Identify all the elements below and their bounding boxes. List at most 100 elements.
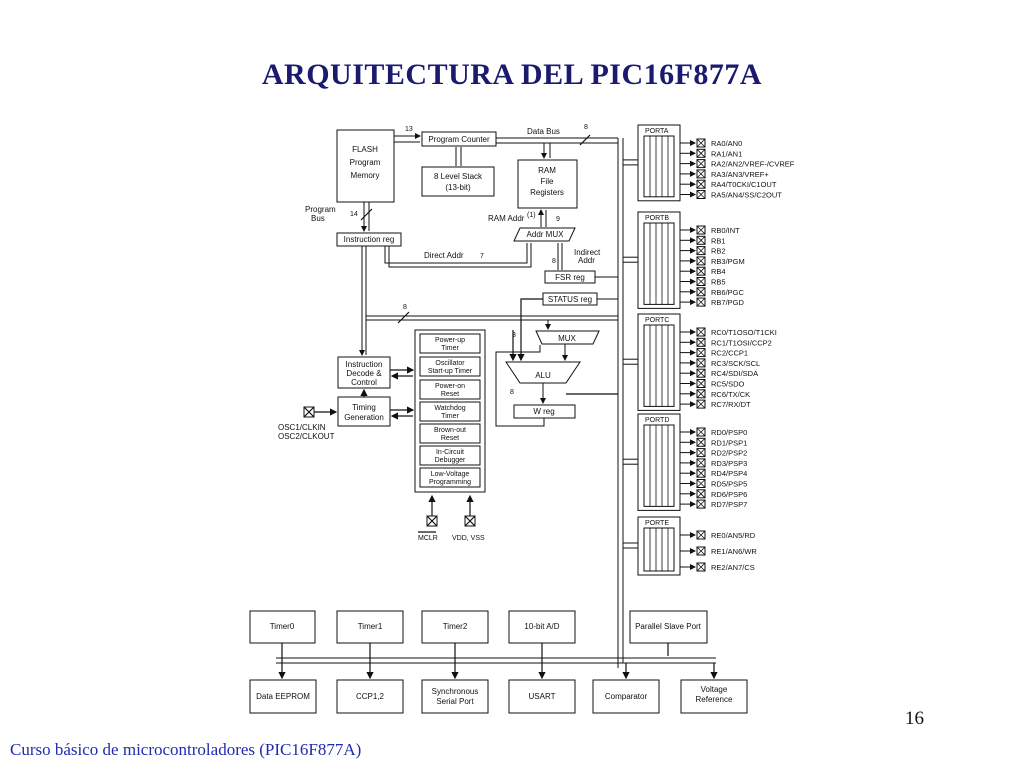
bus-width-13: 13 — [405, 126, 413, 133]
port-porta: PORTARA0/AN0RA1/AN1RA2/AN2/VREF-/CVREFRA… — [623, 124, 795, 202]
addr-mux-block — [513, 227, 576, 242]
port-pin: RB3/PGM — [680, 256, 745, 266]
ports-layer: PORTARA0/AN0RA1/AN1RA2/AN2/VREF-/CVREFRA… — [623, 124, 795, 576]
timer0-block — [249, 610, 316, 644]
port-pin: RA4/T0CKI/C1OUT — [680, 179, 777, 189]
decode-label-2: Decode & — [346, 369, 382, 378]
pin-label: RC1/T1OSI/CCP2 — [711, 338, 772, 347]
indirect-addr-label-1: Indirect — [574, 248, 601, 257]
port-name: PORTE — [645, 520, 669, 527]
program-bus-label-2: Bus — [311, 214, 325, 223]
program-counter-label: Program Counter — [428, 135, 490, 144]
port-pin: RC3/SCK/SCL — [680, 358, 760, 368]
alu-block — [505, 361, 581, 384]
pin-label: RE0/AN5/RD — [711, 531, 756, 540]
port-pin: RE2/AN7/CS — [680, 562, 755, 572]
port-pin: RA0/AN0 — [680, 138, 742, 148]
bus-width-8c: 8 — [403, 304, 407, 311]
pin-label: RD0/PSP0 — [711, 428, 747, 437]
flash-label-1: FLASH — [352, 145, 378, 154]
stack-label-1: 8 Level Stack — [434, 172, 483, 181]
port-pin: RA2/AN2/VREF-/CVREF — [680, 159, 795, 169]
vdd-pin — [464, 494, 476, 527]
osc-label-1: OSC1/CLKIN — [278, 423, 326, 432]
decode-label-3: Control — [351, 378, 377, 387]
pin-label: RB1 — [711, 236, 726, 245]
icd-label-2: Debugger — [435, 457, 466, 464]
pin-label: RB5 — [711, 278, 726, 287]
timing-generation-block — [337, 396, 391, 427]
pin-label: RB7/PGD — [711, 298, 745, 307]
pin-label: RD7/PSP7 — [711, 500, 747, 509]
brown-out-label-2: Reset — [441, 435, 459, 442]
indirect-addr-label-2: Addr — [578, 256, 595, 265]
vdd-label: VDD, VSS — [452, 535, 485, 542]
port-pin: RB6/PGC — [680, 287, 745, 297]
bus-width-8a: 8 — [584, 124, 588, 131]
mclr-pin — [426, 494, 438, 527]
port-pin: RA5/AN4/SS/C2OUT — [680, 190, 782, 200]
port-pin: RA3/AN3/VREF+ — [680, 169, 769, 179]
voltage-reference-block — [680, 679, 748, 714]
pin-label: RA2/AN2/VREF-/CVREF — [711, 160, 795, 169]
instruction-reg-label: Instruction reg — [344, 235, 395, 244]
instruction-reg-block — [336, 232, 402, 247]
pin-label: RC7/RX/DT — [711, 400, 751, 409]
port-pin: RB4 — [680, 266, 726, 276]
bus-width-8b: 8 — [552, 258, 556, 265]
stack-block — [421, 166, 495, 197]
pin-label: RE2/AN7/CS — [711, 563, 755, 572]
power-up-label-1: Power-up — [435, 337, 465, 344]
pin-label: RC6/TX/CK — [711, 390, 750, 399]
port-pin: RD5/PSP5 — [680, 479, 747, 489]
port-pin: RC6/TX/CK — [680, 389, 750, 399]
timer1-block — [336, 610, 404, 644]
ccp-block — [336, 679, 404, 714]
port-pin: RC2/CCP1 — [680, 348, 748, 358]
vref-label-1: Voltage — [701, 685, 728, 694]
port-pin: RA1/AN1 — [680, 148, 742, 158]
watchdog-label-2: Timer — [441, 413, 459, 420]
adc-label: 10-bit A/D — [524, 622, 559, 631]
pin-label: RD4/PSP4 — [711, 469, 747, 478]
pin-label: RD6/PSP6 — [711, 490, 747, 499]
port-portd: PORTDRD0/PSP0RD1/PSP1RD2/PSP2RD3/PSP3RD4… — [623, 413, 747, 511]
pin-label: RB0/INT — [711, 226, 740, 235]
port-portb: PORTBRB0/INTRB1RB2RB3/PGMRB4RB5RB6/PGCRB… — [623, 211, 745, 309]
timer0-label: Timer0 — [270, 622, 295, 631]
bus-width-14: 14 — [350, 211, 358, 218]
pin-label: RD2/PSP2 — [711, 449, 747, 458]
pin-label: RD3/PSP3 — [711, 459, 747, 468]
mux-label: MUX — [558, 334, 576, 343]
power-on-label-2: Reset — [441, 391, 459, 398]
eeprom-label: Data EEPROM — [256, 692, 310, 701]
port-pin: RC7/RX/DT — [680, 399, 751, 409]
lvp-label-2: Programming — [429, 479, 471, 486]
port-pin: RB7/PGD — [680, 297, 745, 307]
flash-memory-block — [336, 129, 395, 203]
ssp-block — [421, 679, 489, 714]
decode-label-1: Instruction — [346, 360, 383, 369]
pin-label: RC3/SCK/SCL — [711, 359, 760, 368]
ram-label-3: Registers — [530, 188, 564, 197]
parallel-slave-port-block — [629, 610, 708, 644]
port-pin: RD1/PSP1 — [680, 437, 747, 447]
port-pin: RD0/PSP0 — [680, 427, 747, 437]
oscillator-label-2: Start-up Timer — [428, 368, 473, 375]
icd-label-1: In-Circuit — [436, 449, 464, 456]
pin-label: RB6/PGC — [711, 288, 745, 297]
pin-label: RB3/PGM — [711, 257, 745, 266]
lvp-label-1: Low-Voltage — [431, 471, 470, 478]
port-name: PORTA — [645, 128, 669, 135]
stack-label-2: (13-bit) — [445, 183, 471, 192]
fsr-reg-label: FSR reg — [555, 273, 585, 282]
pin-label: RB4 — [711, 267, 726, 276]
port-pin: RB0/INT — [680, 225, 740, 235]
data-bus-label: Data Bus — [527, 127, 560, 136]
port-name: PORTB — [645, 215, 669, 222]
pin-label: RC2/CCP1 — [711, 349, 748, 358]
port-pin: RD2/PSP2 — [680, 448, 747, 458]
pin-label: RD5/PSP5 — [711, 480, 747, 489]
